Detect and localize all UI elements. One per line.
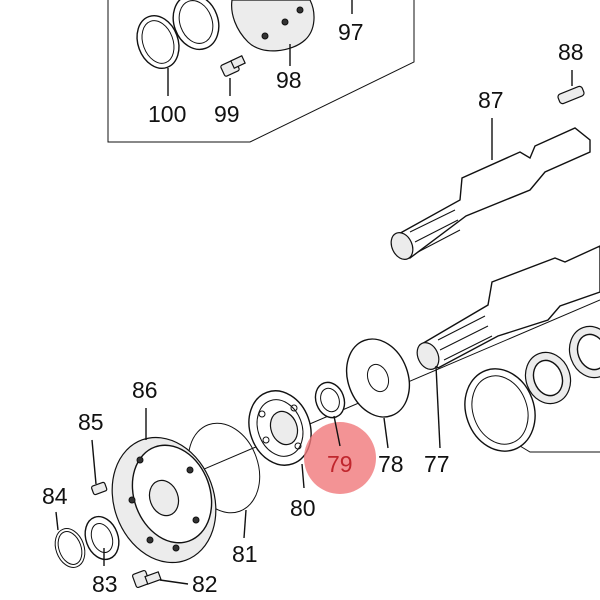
- label-82: 82: [192, 571, 218, 597]
- part-80-ball-bearing[interactable]: [239, 382, 321, 474]
- label-97: 97: [338, 19, 364, 45]
- part-88-key[interactable]: [557, 85, 585, 105]
- leader-lines: [55, 0, 573, 585]
- needle-bearing-1[interactable]: [518, 346, 577, 410]
- part-77-spline-shaft[interactable]: [413, 245, 600, 373]
- label-86: 86: [132, 377, 158, 403]
- label-99: 99: [214, 101, 240, 127]
- right-bracket-line: [519, 445, 600, 453]
- part-100-circlip[interactable]: [130, 10, 186, 74]
- highlight-marker: [304, 422, 376, 494]
- large-ring-right[interactable]: [454, 359, 547, 461]
- inset-panel-frame: [107, 0, 415, 143]
- part-86-gear-housing[interactable]: [95, 423, 233, 577]
- label-98: 98: [276, 67, 302, 93]
- part-98-housing[interactable]: [231, 0, 315, 52]
- part-82-bolt[interactable]: [131, 569, 162, 589]
- part-78-washer[interactable]: [336, 330, 420, 426]
- needle-bearing-2[interactable]: [562, 320, 600, 384]
- part-83-seal-ring[interactable]: [79, 512, 124, 564]
- part-85-screw[interactable]: [91, 481, 108, 496]
- inset-ring[interactable]: [166, 0, 226, 56]
- label-85: 85: [78, 409, 104, 435]
- part-labels: 96 97 98 99 100 88 87 86 85 84 83 82 81 …: [42, 0, 584, 597]
- label-77: 77: [424, 451, 450, 477]
- label-88: 88: [558, 39, 584, 65]
- label-96: 96: [385, 0, 411, 3]
- label-87: 87: [478, 87, 504, 113]
- part-79-ring[interactable]: [311, 378, 350, 421]
- part-87-shaft[interactable]: [387, 127, 591, 263]
- label-79: 79: [327, 451, 353, 477]
- part-99-screw[interactable]: [220, 55, 246, 77]
- label-84: 84: [42, 483, 68, 509]
- label-80: 80: [290, 495, 316, 521]
- label-83: 83: [92, 571, 118, 597]
- label-78: 78: [378, 451, 404, 477]
- part-84-circlip[interactable]: [50, 524, 90, 571]
- label-100: 100: [148, 101, 186, 127]
- label-81: 81: [232, 541, 258, 567]
